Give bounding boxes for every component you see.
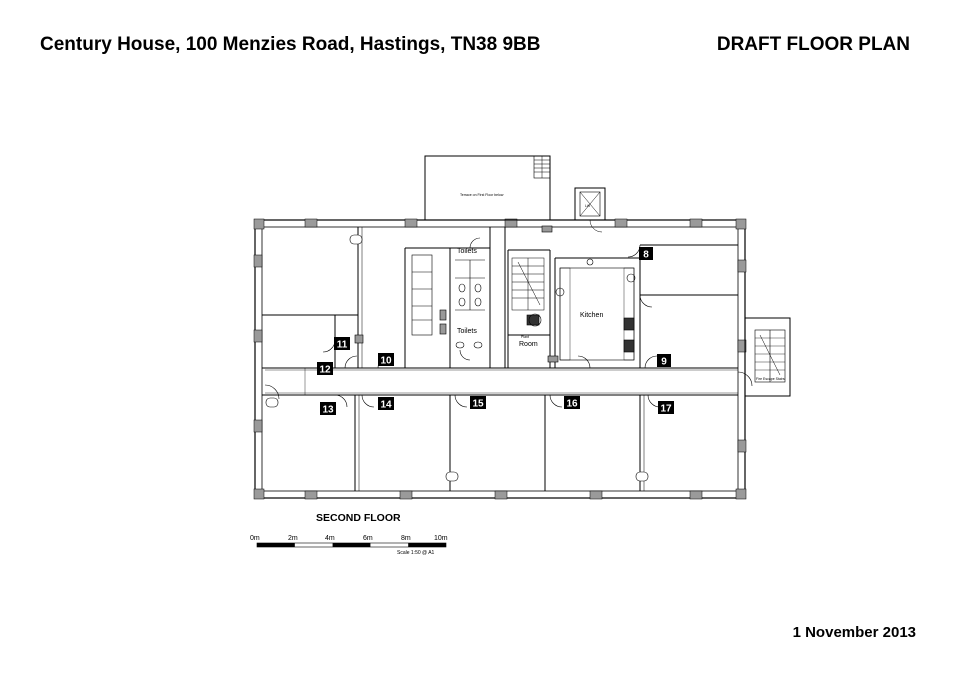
room-label: Room	[519, 341, 538, 348]
unit-number-14: 14	[380, 400, 392, 411]
scale-tick-6: 6m	[363, 535, 373, 542]
unit-number-11: 11	[337, 340, 348, 351]
scale-tick-8: 8m	[401, 535, 411, 542]
scale-tick-10: 10m	[434, 535, 448, 542]
unit-badge-12[interactable]: 12	[317, 362, 333, 376]
unit-badge-11[interactable]: 11	[334, 337, 350, 351]
toilets-bottom-label: Toilets	[457, 328, 477, 335]
unit-badge-10[interactable]: 10	[378, 353, 394, 367]
unit-badge-9[interactable]: 9	[657, 354, 671, 368]
kitchen-fittings	[526, 258, 636, 361]
fire-escape-label: Fire Escape Stairs	[756, 377, 785, 381]
scale-tick-2: 2m	[288, 535, 298, 542]
plan-status-title: DRAFT FLOOR PLAN	[716, 34, 910, 55]
unit-number-15: 15	[472, 399, 484, 410]
column-marks	[265, 225, 649, 482]
internal-stairs	[511, 257, 545, 311]
unit-badges: 8 9 10 11 12 13 14 15 16 17	[317, 247, 674, 416]
unit-badge-13[interactable]: 13	[320, 402, 336, 416]
unit-number-9: 9	[661, 357, 667, 368]
lift-shaft	[574, 187, 606, 233]
unit-badge-16[interactable]: 16	[564, 396, 580, 410]
unit-badge-15[interactable]: 15	[470, 396, 486, 410]
scale-bar: 0m 2m 4m 6m 8m 10m Scale 1:50 @ A1	[250, 535, 448, 556]
plan-date: 1 November 2013	[792, 624, 916, 641]
fire-escape-stairs	[744, 317, 791, 397]
wall-pillars	[253, 218, 747, 500]
scale-tick-4: 4m	[325, 535, 335, 542]
scale-note: Scale 1:50 @ A1	[397, 550, 435, 556]
plant-room-prefix-label: Plant	[521, 335, 529, 339]
unit-number-12: 12	[319, 365, 331, 376]
unit-badge-8[interactable]: 8	[639, 247, 653, 261]
unit-number-8: 8	[643, 250, 649, 261]
terrace-annex-label: Terrace on First Floor below	[460, 193, 504, 197]
lift-label: Lift	[585, 204, 590, 208]
unit-number-16: 16	[566, 399, 578, 410]
toilets-top-label: Toilets	[457, 248, 477, 255]
plan-address: Century House, 100 Menzies Road, Hasting…	[40, 34, 541, 55]
unit-number-13: 13	[322, 405, 334, 416]
corridor-walls	[262, 367, 738, 396]
unit-number-10: 10	[380, 356, 392, 367]
terrace-annex	[424, 155, 551, 221]
floor-label: SECOND FLOOR	[316, 512, 401, 524]
unit-badge-14[interactable]: 14	[378, 397, 394, 411]
scale-tick-0: 0m	[250, 535, 260, 542]
top-partitions	[262, 227, 738, 368]
outer-wall	[254, 219, 746, 499]
unit-badge-17[interactable]: 17	[658, 401, 674, 415]
kitchen-label: Kitchen	[580, 312, 603, 319]
unit-number-17: 17	[660, 404, 672, 415]
toilet-cubicles	[411, 254, 485, 349]
